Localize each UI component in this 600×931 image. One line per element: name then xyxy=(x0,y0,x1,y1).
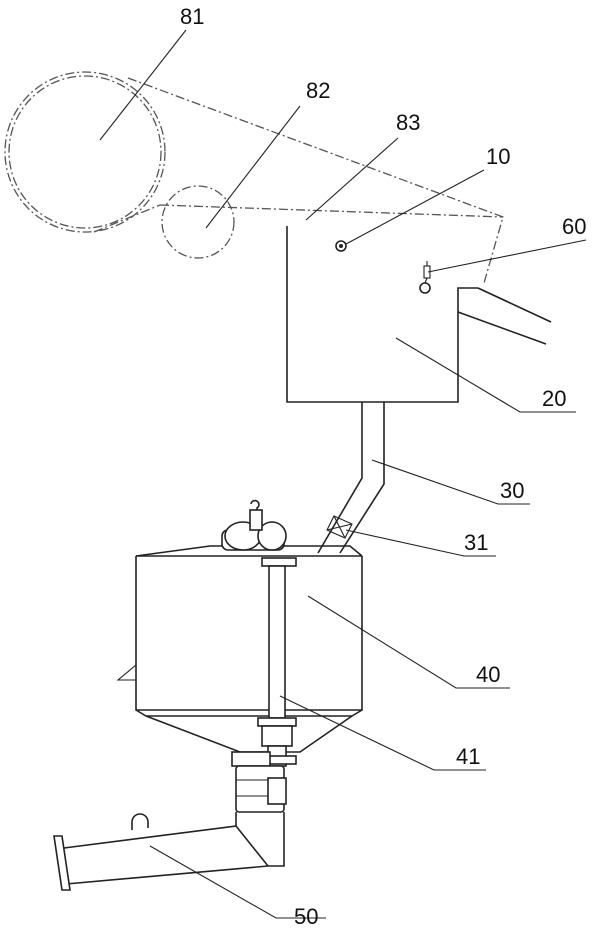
label-10: 10 xyxy=(486,144,510,169)
label-60: 60 xyxy=(562,214,586,239)
hopper-20 xyxy=(286,226,552,403)
label-20: 20 xyxy=(542,386,566,411)
label-41: 41 xyxy=(456,744,480,769)
label-50: 50 xyxy=(294,904,318,929)
tank-40 xyxy=(116,545,363,753)
frame-83 xyxy=(93,77,504,284)
valve-31 xyxy=(326,515,353,539)
pump-housing xyxy=(231,751,287,813)
label-81: 81 xyxy=(180,4,204,29)
discharge-pipe-50 xyxy=(53,812,285,891)
sensor-60 xyxy=(419,261,431,294)
label-83: 83 xyxy=(396,110,420,135)
shaft-41 xyxy=(257,557,297,767)
chute-30 xyxy=(317,402,385,554)
agitator-motor xyxy=(221,499,287,551)
roller-81 xyxy=(4,71,166,233)
label-40: 40 xyxy=(476,662,500,687)
pivot-10 xyxy=(335,240,347,252)
label-30: 30 xyxy=(500,478,524,503)
roller-82 xyxy=(161,185,235,259)
leader-lines xyxy=(99,29,587,919)
label-31: 31 xyxy=(464,530,488,555)
label-82: 82 xyxy=(306,78,330,103)
